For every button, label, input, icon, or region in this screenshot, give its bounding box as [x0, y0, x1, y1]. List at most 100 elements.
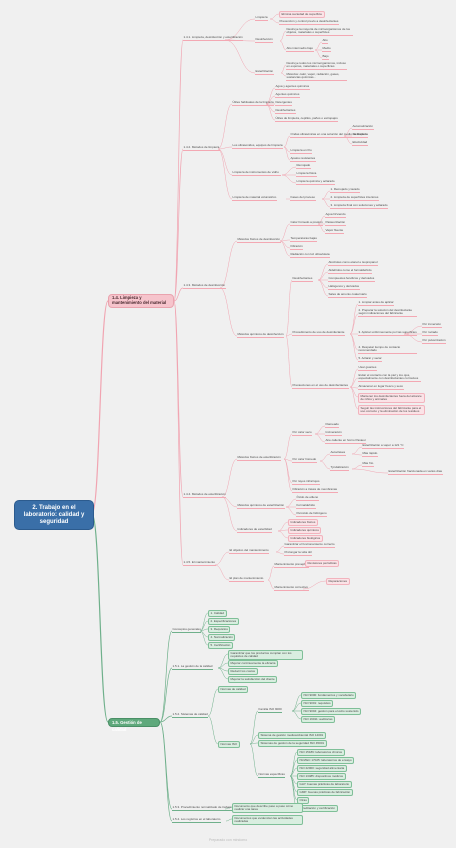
est-quim-item[interactable]: Óxido de etileno	[296, 495, 319, 501]
topic-volumetrico[interactable]: Limpieza de material volumétrico	[232, 195, 277, 201]
des-item[interactable]: Compuestos fenólicos y derivados	[328, 276, 375, 282]
tipos-item[interactable]: Mantenimiento correctivo	[274, 585, 309, 591]
topic-ultrasonidos[interactable]: Los ultrasonidos, equipos de limpieza	[232, 143, 284, 149]
proc-item[interactable]: 1. Limpiar antes de aplicar	[358, 300, 395, 306]
topic-indicadores[interactable]: Indicadores de esterilidad	[237, 527, 273, 533]
mat-item[interactable]: Fases del proceso	[290, 195, 316, 201]
topic-conceptos[interactable]: Conceptos generales	[172, 627, 202, 633]
obj-item[interactable]: Prolongar la vida útil	[284, 550, 313, 556]
obj-item[interactable]: Garantizar el funcionamiento correcto	[284, 542, 336, 548]
norma-item[interactable]: Acreditación y certificación	[297, 805, 338, 812]
iso-item[interactable]: ISO 19011: auditorías	[301, 716, 335, 723]
proc-sub[interactable]: Por inmersión	[422, 322, 442, 328]
tipos-sub[interactable]: Reparaciones	[326, 578, 350, 585]
gestion-item[interactable]: Garantizar que los productos cumplan con…	[228, 650, 303, 660]
topic-est-fisicos[interactable]: Métodos físicos de esterilización	[237, 455, 282, 461]
util-item[interactable]: Agentes químicos	[275, 92, 300, 98]
des-item[interactable]: Sales de amonio cuaternario	[328, 292, 368, 298]
proc-sub[interactable]: Por pulverización	[422, 338, 447, 344]
util-item[interactable]: Agua y agentes químicos	[275, 84, 310, 90]
ind-item[interactable]: Indicadores biológicos	[288, 535, 323, 542]
topic-normas-especificas[interactable]: Normas específicas	[258, 772, 286, 778]
sistemas-item[interactable]: Normas de calidad	[218, 686, 249, 693]
esterilizacion-item[interactable]: Destruye todos los microorganismos, incl…	[286, 61, 347, 71]
est-quim-item[interactable]: Peróxido de hidrógeno	[296, 511, 328, 517]
topic-esterilizacion[interactable]: Esterilización	[255, 69, 274, 75]
sistemas-item[interactable]: Normas ISO	[218, 741, 240, 748]
calor-hum-item[interactable]: Autoclaves	[330, 450, 346, 456]
gestion-item[interactable]: Reducir los costos	[228, 668, 258, 675]
norma-item[interactable]: Otras	[297, 797, 310, 804]
topic-1-5-2[interactable]: 1.5.2. Sistemas de calidad	[172, 712, 209, 718]
iso-item[interactable]: ISO 9001: requisitos	[301, 700, 334, 707]
topic-desinfeccion[interactable]: Desinfección	[255, 37, 274, 43]
proc-item[interactable]: 2. Preparar la solución del desinfectant…	[358, 308, 417, 318]
fis-sub[interactable]: Vapor fluente	[325, 228, 344, 234]
proc-item[interactable]: 4. Respetar tiempo de contacto recomenda…	[358, 345, 417, 355]
desinfeccion-niveles[interactable]: Alto intermedio bajo	[286, 46, 314, 52]
auto-sub[interactable]: Más rápido	[362, 451, 378, 457]
mat-sub[interactable]: 3. Limpieza final con soluciones y aclar…	[330, 203, 389, 209]
des-item[interactable]: Alcoholes como etanol e isopropanol	[328, 260, 379, 266]
norma-item[interactable]: GMP: buenas prácticas de fabricación	[297, 789, 353, 796]
norma-item[interactable]: ISO/IEC 17025: laboratorios de ensayo	[297, 757, 355, 764]
sistemas-item[interactable]: Sistemas de gestión de la seguridad ISO …	[258, 740, 327, 747]
topic-calor-seco[interactable]: Por calor seco	[292, 430, 313, 436]
topic-1-4-1[interactable]: 1.4.1. Limpieza, desinfección y esterili…	[183, 35, 244, 41]
util-item[interactable]: Desinfectantes	[275, 108, 296, 114]
prec-item[interactable]: Evitar el contacto con la piel y los ojo…	[358, 373, 421, 383]
ult-item[interactable]: Apatos resistentes	[290, 156, 316, 162]
topic-limpieza[interactable]: Limpieza	[255, 15, 269, 21]
topic-procedimiento[interactable]: Procedimiento de uso de desinfectante	[292, 330, 345, 336]
calor-seco-item[interactable]: Aire caliente en horno Pasteur	[325, 438, 367, 444]
pnt-item[interactable]: Documento que describe paso a paso cómo …	[232, 803, 303, 813]
fis-est-item[interactable]: Por rayos infrarrojos	[292, 479, 321, 485]
ind-item[interactable]: Indicadores químicos	[288, 527, 322, 534]
limpieza-item[interactable]: Elimina suciedad de superficie	[279, 11, 325, 18]
concepto-item[interactable]: 1. Calidad	[208, 610, 227, 617]
branch-1-4[interactable]: 1.4. Limpieza y mantenimiento del materi…	[108, 294, 174, 308]
topic-1-5-1[interactable]: 1.5.1. La gestión de la calidad	[172, 664, 213, 670]
ult-sub[interactable]: Automatización	[352, 124, 374, 130]
norma-item[interactable]: ISO 15189: laboratorios clínicos	[297, 749, 345, 756]
fis-est-item[interactable]: Filtración a través de membranas	[292, 487, 338, 493]
mat-sub[interactable]: 2. Limpieza de superficies interiores	[330, 195, 379, 201]
fis-item[interactable]: Calor húmedo a presión	[290, 220, 324, 226]
topic-calor-humedo[interactable]: Por calor húmedo	[292, 457, 317, 463]
topic-desinfectantes[interactable]: Desinfectantes	[292, 276, 313, 282]
topic-objetivo-mant[interactable]: El objetivo del mantenimiento	[229, 548, 270, 554]
gestion-item[interactable]: Mejorar continuamente la eficacia	[228, 660, 278, 667]
iso-item[interactable]: ISO 9000: fundamentos y vocabulario	[301, 692, 357, 699]
fis-item[interactable]: Filtración	[290, 244, 304, 250]
topic-metodos-fisicos[interactable]: Métodos físicos de desinfección	[237, 237, 281, 243]
gestion-item[interactable]: Mejorar la satisfacción del cliente	[228, 676, 278, 683]
proc-item[interactable]: 3. Aplicar uniformemente por las superfi…	[358, 330, 418, 336]
topic-est-quimicos[interactable]: Métodos químicos de esterilización	[237, 503, 285, 509]
topic-1-4-3[interactable]: 1.4.3. Métodos de desinfección	[183, 283, 226, 289]
topic-1-4-4[interactable]: 1.4.4. Métodos de esterilización	[183, 492, 227, 498]
desinfeccion-item[interactable]: Destruye la mayoría de microorganismos d…	[286, 27, 353, 37]
lav-item[interactable]: Limpieza física	[296, 171, 317, 177]
prec-item[interactable]: Mantener los desinfectantes fuera del al…	[358, 393, 425, 403]
topic-1-5-3[interactable]: 1.5.3. Procedimiento normalizado de trab…	[172, 805, 232, 811]
prec-item[interactable]: Almacenar en lugar fresco y seco	[358, 384, 404, 390]
prec-item[interactable]: Usar guantes	[358, 365, 377, 371]
nivel-item[interactable]: Bajo	[322, 54, 330, 60]
util-item[interactable]: Detergentes	[275, 100, 293, 106]
nivel-item[interactable]: Medio	[322, 46, 332, 52]
topic-1-4-2[interactable]: 1.4.2. Métodos de limpieza	[183, 145, 220, 151]
ult-item[interactable]: Limpieza en frío	[290, 148, 313, 154]
lav-item[interactable]: Limpieza química y aclarado	[296, 179, 336, 185]
mat-sub[interactable]: 1. Remojado y lavado	[330, 187, 361, 193]
registros-item[interactable]: Documentos que evidencian las actividade…	[232, 815, 303, 825]
calor-hum-item[interactable]: Tyndalización	[330, 465, 350, 471]
topic-utiles[interactable]: Útiles habituales de la limpieza	[232, 100, 275, 106]
iso-item[interactable]: ISO 9004: gestión para el éxito sostenid…	[301, 708, 361, 715]
fis-item[interactable]: Radiación con luz ultravioleta	[290, 252, 331, 258]
ind-item[interactable]: Indicadores físicos	[288, 519, 318, 526]
topic-iso9000[interactable]: Familia ISO 9000	[258, 707, 283, 713]
tipos-sub[interactable]: Revisiones periódicas	[305, 560, 340, 567]
des-item[interactable]: Halógenos y derivados	[328, 284, 360, 290]
norma-item[interactable]: ISO 13485: dispositivos médicos	[297, 773, 346, 780]
prec-item[interactable]: Seguir las instrucciones del fabricante …	[358, 405, 425, 415]
